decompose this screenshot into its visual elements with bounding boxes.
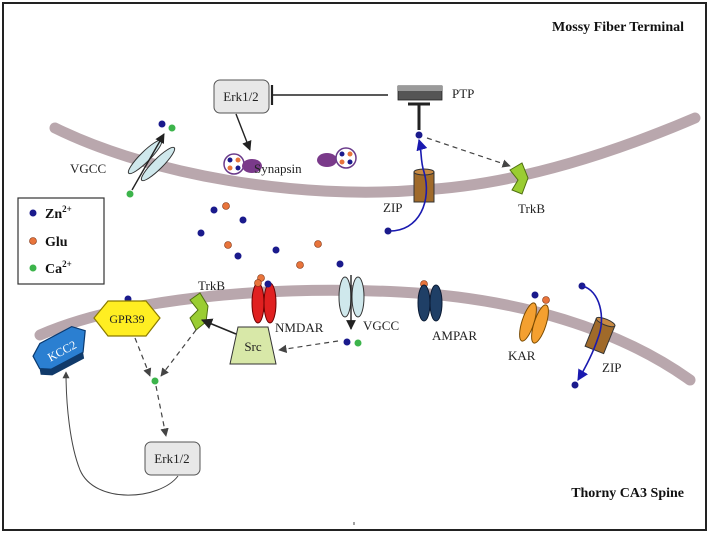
legend-zinc-dot: [29, 209, 37, 217]
kar-receptor: [519, 302, 549, 344]
cleft-glu-1: [222, 202, 230, 210]
synapsin-left: [223, 153, 262, 175]
gpr39-receptor: [93, 300, 161, 337]
ampar-receptor: [417, 284, 443, 322]
kar-label: KAR: [508, 348, 536, 363]
ptp-label: PTP: [452, 86, 474, 101]
cleft-zinc-2: [239, 216, 247, 224]
trkb-to-calcium-arrow: [160, 329, 197, 377]
calcium-dot-vgcc-top: [168, 124, 176, 132]
zip-bottom-label: ZIP: [602, 360, 622, 375]
vgcc-top-label: VGCC: [70, 161, 106, 176]
synapsin-label: Synapsin: [254, 161, 302, 176]
calcium-dot-vgcc-bottom: [354, 339, 362, 347]
legend-glutamate-dot: [29, 237, 37, 245]
zinc-dot-ptp: [415, 131, 423, 139]
ampar-label: AMPAR: [432, 328, 477, 343]
calcium-dot-signal: [151, 377, 159, 385]
cleft-zinc-4: [234, 252, 242, 260]
nmdar-label: NMDAR: [275, 320, 324, 335]
cleft-zinc-3: [197, 229, 205, 237]
erk-to-kcc2-arrow: [62, 371, 179, 496]
kcc2-transporter: [32, 325, 86, 376]
gpr39-label: GPR39: [109, 312, 144, 326]
erk-bottom-label: Erk1/2: [154, 451, 189, 466]
zinc-uptake-arrow-top: [387, 138, 428, 232]
cleft-zinc-5: [272, 246, 280, 254]
src-label: Src: [244, 339, 262, 354]
cleft-glu-5: [314, 240, 322, 248]
presynaptic-membrane: [49, 112, 701, 198]
cleft-glu-2: [224, 241, 232, 249]
zinc-dot-nmdar: [264, 280, 272, 288]
legend-calcium-label: Ca2+: [45, 259, 72, 277]
trkb-top-label: TrkB: [518, 201, 545, 216]
calcium-dot-vgcc-top-in: [126, 190, 134, 198]
legend-calcium-dot: [29, 264, 37, 272]
ions-to-src-arrow: [278, 340, 339, 354]
nmdar-receptor: [251, 282, 277, 324]
ptp-shape-highlight: [398, 86, 442, 91]
zinc-uptake-arrow-bottom: [577, 285, 603, 381]
zinc-dot-vgcc-bottom: [343, 338, 351, 346]
presynaptic-title: Mossy Fiber Terminal: [552, 20, 684, 35]
zinc-dot-zip-top: [384, 227, 392, 235]
trkb-bottom-label: TrkB: [198, 278, 225, 293]
legend: Zn2+ Glu Ca2+: [17, 197, 105, 285]
glu-dot-kar: [542, 296, 550, 304]
synapsin-right: [317, 147, 357, 169]
vgcc-bottom-label: VGCC: [363, 318, 399, 333]
trkb-top-receptor: [509, 162, 529, 195]
src-to-trkb-arrow: [200, 318, 237, 335]
cleft-glu-4: [296, 261, 304, 269]
postsynaptic-title: Thorny CA3 Spine: [571, 486, 684, 501]
vgcc-top-channel: [127, 133, 176, 191]
zip-top-label: ZIP: [383, 200, 403, 215]
zinc-to-trkb-top-arrow: [426, 137, 511, 168]
zinc-dot-zip-bottom-in: [571, 381, 579, 389]
outer-border: [2, 2, 707, 531]
legend-zinc-label: Zn2+: [45, 204, 72, 222]
gpr39-to-calcium-arrow: [134, 337, 152, 377]
erk-top-label: Erk1/2: [223, 89, 258, 104]
vgcc-bottom-channel: [338, 275, 365, 330]
cleft-zinc-1: [210, 206, 218, 214]
erk-bottom-box: [144, 441, 201, 476]
erk-to-synapsin-arrow: [235, 113, 252, 151]
zinc-dot-vgcc-top: [158, 120, 166, 128]
zinc-dot-kar: [531, 291, 539, 299]
cleft-zinc-6: [336, 260, 344, 268]
glu-dot-nmdar: [254, 279, 262, 287]
legend-glutamate-label: Glu: [45, 235, 68, 250]
src-kinase: [229, 326, 277, 365]
erk-top-box: [213, 79, 270, 114]
